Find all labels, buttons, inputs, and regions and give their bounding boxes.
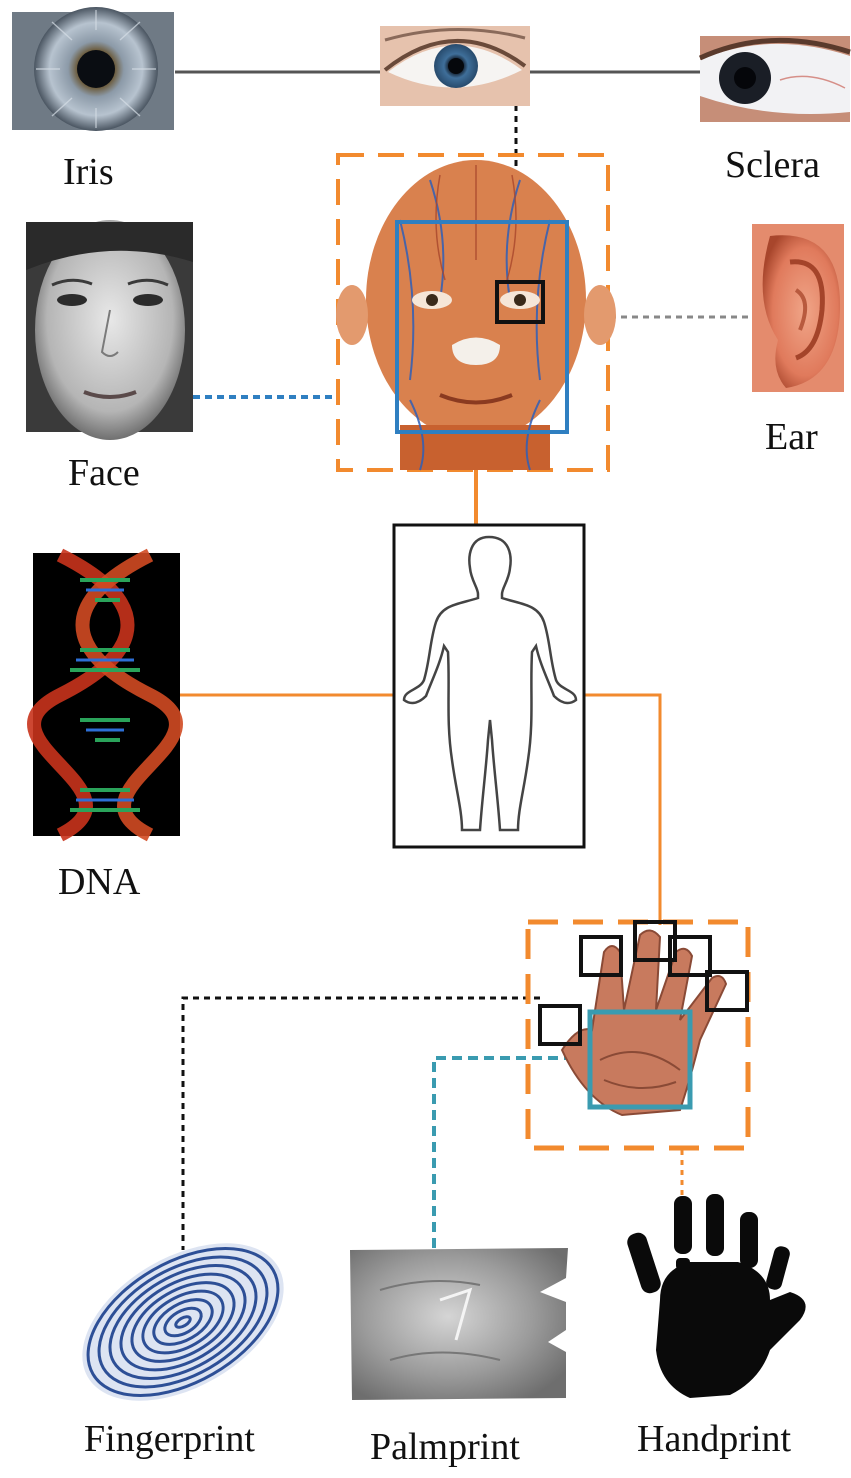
handprint-icon xyxy=(625,1194,806,1398)
body-hand-connector xyxy=(584,695,660,925)
head-anatomy-icon xyxy=(336,160,616,470)
palmprint-connector xyxy=(434,1058,590,1250)
sclera-label: Sclera xyxy=(725,146,820,184)
fingerprint-icon xyxy=(55,1211,311,1434)
palmprint-label: Palmprint xyxy=(370,1428,520,1466)
ear-photo-icon xyxy=(752,224,844,392)
fingerprint-connector xyxy=(183,998,540,1250)
human-body-icon xyxy=(394,525,584,847)
dna-label: DNA xyxy=(58,863,140,901)
eye-photo-icon xyxy=(380,26,530,106)
dna-helix-icon xyxy=(33,553,180,836)
ear-label: Ear xyxy=(765,418,818,456)
fingerprint-label: Fingerprint xyxy=(84,1420,255,1458)
iris-label: Iris xyxy=(63,153,114,191)
palmprint-icon xyxy=(350,1248,568,1400)
face-photo-icon xyxy=(26,220,193,440)
face-label: Face xyxy=(68,454,140,492)
iris-photo-icon xyxy=(12,7,174,131)
sclera-photo-icon xyxy=(700,36,850,122)
handprint-label: Handprint xyxy=(637,1420,791,1458)
